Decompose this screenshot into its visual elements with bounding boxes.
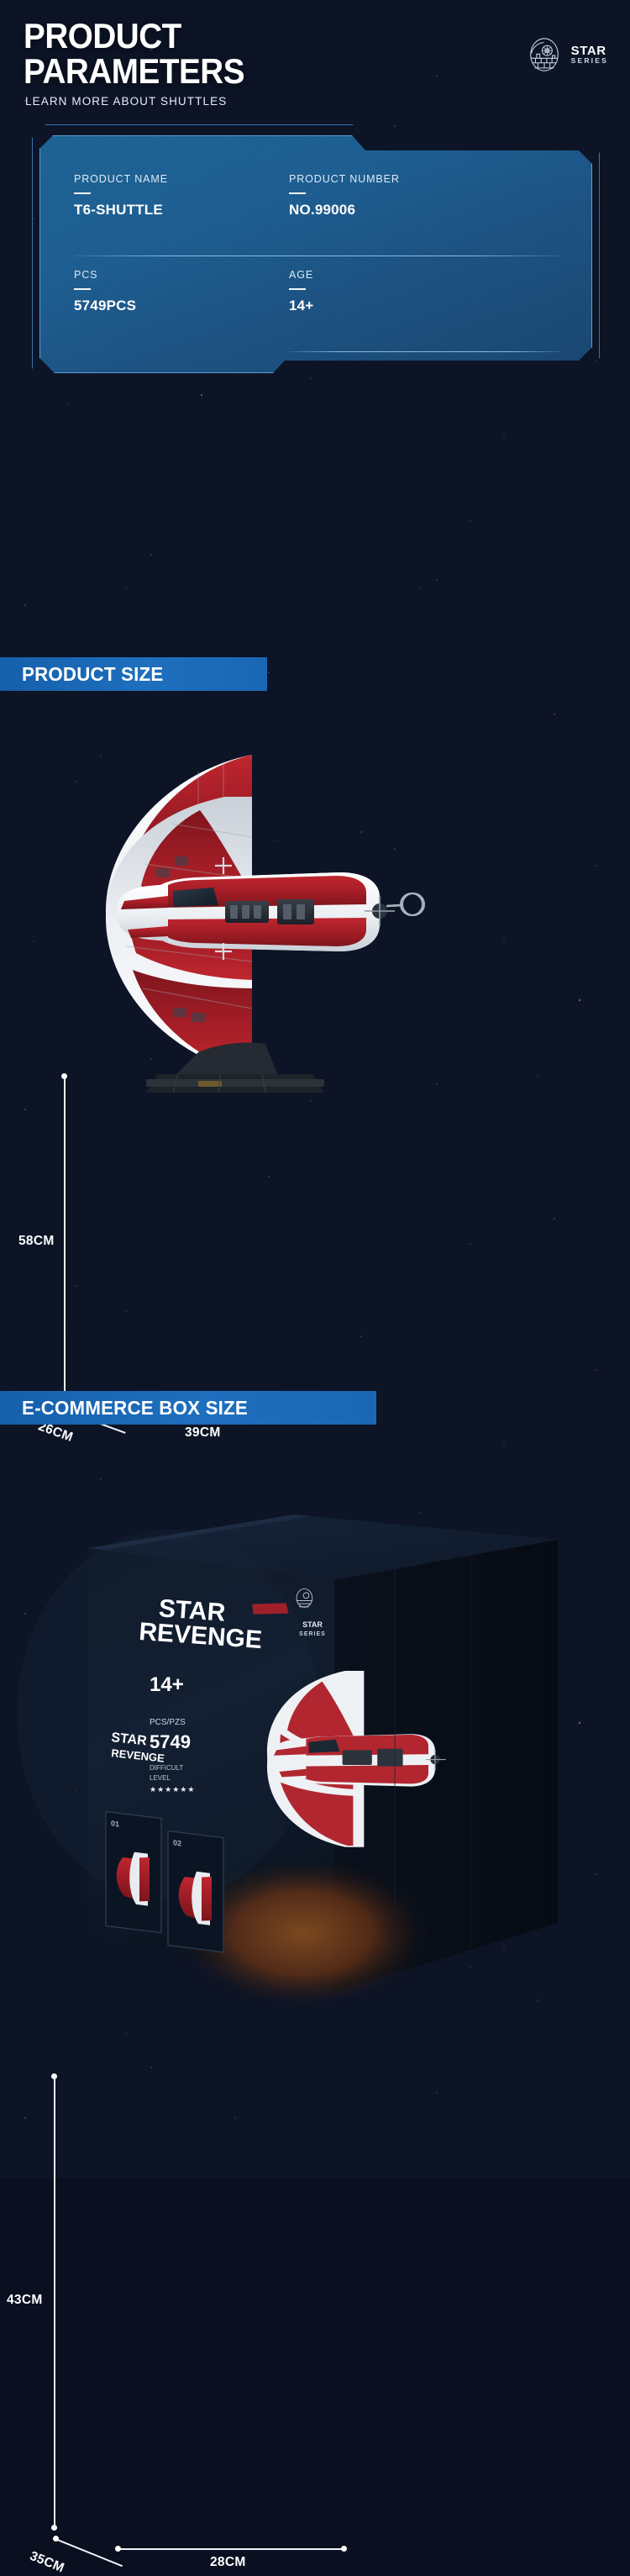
package-logo-text-1: STAR [302, 1620, 323, 1629]
package-inset-photos: 01 02 [105, 1810, 224, 1953]
parameter-value: NO.99006 [289, 202, 356, 218]
measure-label-height: 58CM [18, 1234, 55, 1248]
package-logo-text-2: SERIES [299, 1631, 326, 1637]
page-header: PRODUCT PARAMETERS LEARN MORE ABOUT SHUT… [0, 0, 630, 126]
panel-divider [289, 351, 561, 352]
svg-text:01: 01 [111, 1819, 119, 1828]
parameter-value: 14+ [289, 298, 314, 313]
svg-text:02: 02 [173, 1838, 181, 1847]
parameter-value: T6-SHUTTLE [74, 202, 163, 218]
measure-endpoint-dot [115, 2546, 121, 2552]
measure-endpoint-dot [53, 2536, 59, 2542]
shuttle-model-graphic [105, 755, 425, 1093]
parameter-cell-age: AGE 14+ [289, 269, 524, 314]
page-title-line-2: PARAMETERS [24, 50, 245, 91]
measure-label-depth: 35CM [28, 2548, 66, 2576]
box-size-illustration: STAR REVENGE STAR SERIES 14+ PCS/PZS 574… [0, 1462, 630, 2575]
measure-endpoint-dot [61, 1073, 67, 1079]
page-title-line-1: PRODUCT [24, 16, 181, 55]
parameter-label: AGE [289, 269, 314, 281]
page-title: PRODUCT PARAMETERS [24, 18, 244, 88]
package-side-brand-line-2: REVENGE [111, 1746, 165, 1765]
parameter-cell-pcs: PCS 5749PCS [74, 269, 289, 314]
product-parameters-panel: PRODUCT NAME T6-SHUTTLE PRODUCT NUMBER N… [32, 124, 600, 385]
panel-body: PRODUCT NAME T6-SHUTTLE PRODUCT NUMBER N… [39, 135, 592, 373]
package-pcs-label: PCS/PZS [150, 1718, 186, 1727]
brand-name: STAR [570, 43, 606, 58]
parameter-cell-product-name: PRODUCT NAME T6-SHUTTLE [74, 173, 289, 219]
package-difficulty-label-1: DIFFICULT [150, 1764, 183, 1772]
section-banner-label: PRODUCT SIZE [22, 662, 164, 685]
parameter-cell-product-number: PRODUCT NUMBER NO.99006 [289, 173, 524, 219]
section-banner-product-size: PRODUCT SIZE [0, 657, 267, 691]
measure-endpoint-dot [51, 2073, 57, 2079]
parameter-label: PRODUCT NAME [74, 173, 168, 185]
parameter-dash [74, 288, 91, 290]
measure-label-width: 39CM [185, 1425, 221, 1440]
package-side-brand-line-1: STAR [111, 1731, 148, 1748]
section-banner-label: E-COMMERCE BOX SIZE [22, 1396, 248, 1419]
measure-label-height: 43CM [7, 2293, 43, 2307]
package-box-graphic: STAR REVENGE STAR SERIES 14+ PCS/PZS 574… [17, 1515, 558, 2009]
death-star-logo-icon [525, 35, 564, 74]
parameter-value: 5749PCS [74, 298, 137, 313]
measure-line-horizontal [118, 2548, 346, 2550]
panel-outer-frame [32, 124, 600, 383]
panel-content: PRODUCT NAME T6-SHUTTLE PRODUCT NUMBER N… [40, 136, 591, 373]
parameter-dash [74, 192, 91, 194]
parameter-row: PCS 5749PCS AGE 14+ [40, 269, 591, 314]
section-banner-box-size: E-COMMERCE BOX SIZE [0, 1391, 376, 1425]
package-difficulty-stars: ★★★★★★ [150, 1785, 195, 1794]
package-brand-line-1: STAR [158, 1594, 227, 1626]
parameter-row: PRODUCT NAME T6-SHUTTLE PRODUCT NUMBER N… [40, 173, 591, 219]
measure-label-width: 28CM [210, 2555, 246, 2569]
package-difficulty-label-2: LEVEL [150, 1774, 171, 1782]
measure-line-vertical [64, 1076, 66, 1404]
product-size-illustration: 58CM 39CM 26CM [0, 740, 630, 1445]
measure-endpoint-dot [51, 2525, 57, 2531]
parameter-dash [289, 288, 306, 290]
panel-divider [74, 255, 561, 256]
measure-line-vertical [54, 2076, 55, 2530]
parameter-label: PRODUCT NUMBER [289, 173, 400, 185]
brand-text: STAR SERIES [570, 43, 608, 66]
parameter-dash [289, 192, 306, 194]
package-pcs-value: 5749 [150, 1731, 191, 1752]
measure-endpoint-dot [341, 2546, 347, 2552]
package-age: 14+ [150, 1673, 184, 1696]
brand-logo: STAR SERIES [525, 35, 608, 74]
parameter-label: PCS [74, 269, 98, 281]
brand-sub: SERIES [570, 56, 608, 66]
page-subtitle: LEARN MORE ABOUT SHUTTLES [25, 95, 228, 108]
